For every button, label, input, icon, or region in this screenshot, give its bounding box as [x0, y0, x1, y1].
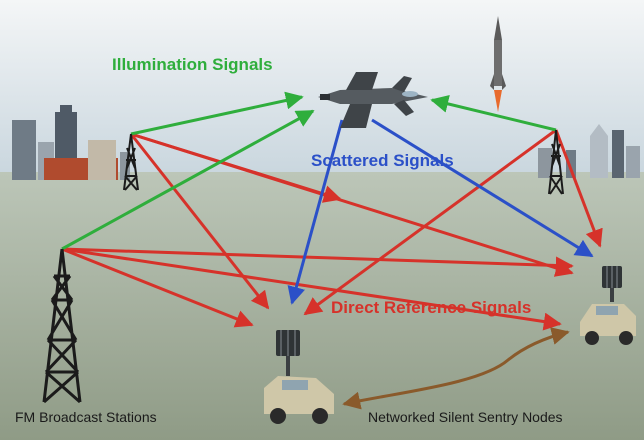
sentry-vehicle-icon	[580, 266, 636, 345]
city-skyline-right-icon	[538, 124, 640, 178]
fighter-jet-icon	[318, 72, 428, 128]
scattered-arrows	[287, 118, 594, 305]
direct-arrow	[303, 128, 557, 316]
direct-arrow	[61, 247, 254, 328]
illumination-arrows	[61, 91, 557, 251]
scattered-arrow	[371, 118, 594, 258]
direct-arrow	[61, 247, 562, 331]
direct-arrow	[130, 132, 574, 277]
fm-broadcast-stations-label: FM Broadcast Stations	[15, 409, 157, 425]
scattered-signals-label: Scattered Signals	[311, 151, 454, 170]
city-skyline-left-icon	[12, 105, 130, 180]
network-link-arrow	[342, 327, 570, 410]
illumination-arrow	[430, 95, 557, 132]
radio-tower-icon	[42, 248, 82, 404]
illumination-signals-label: Illumination Signals	[112, 55, 273, 74]
scattered-arrow	[287, 119, 344, 305]
sentry-vehicle-icon	[264, 330, 334, 424]
illumination-arrow	[61, 109, 315, 251]
direct-arrow	[554, 129, 603, 248]
direct-reference-arrows	[61, 128, 603, 331]
radio-tower-icon	[548, 129, 564, 195]
radio-tower-icon	[123, 133, 139, 191]
networked-silent-sentry-nodes-label: Networked Silent Sentry Nodes	[368, 409, 563, 425]
illumination-arrow	[130, 91, 304, 136]
direct-reference-signals-label: Direct Reference Signals	[331, 298, 532, 317]
direct-arrow	[129, 133, 270, 310]
direct-arrow	[61, 247, 574, 275]
missile-icon	[490, 16, 506, 112]
